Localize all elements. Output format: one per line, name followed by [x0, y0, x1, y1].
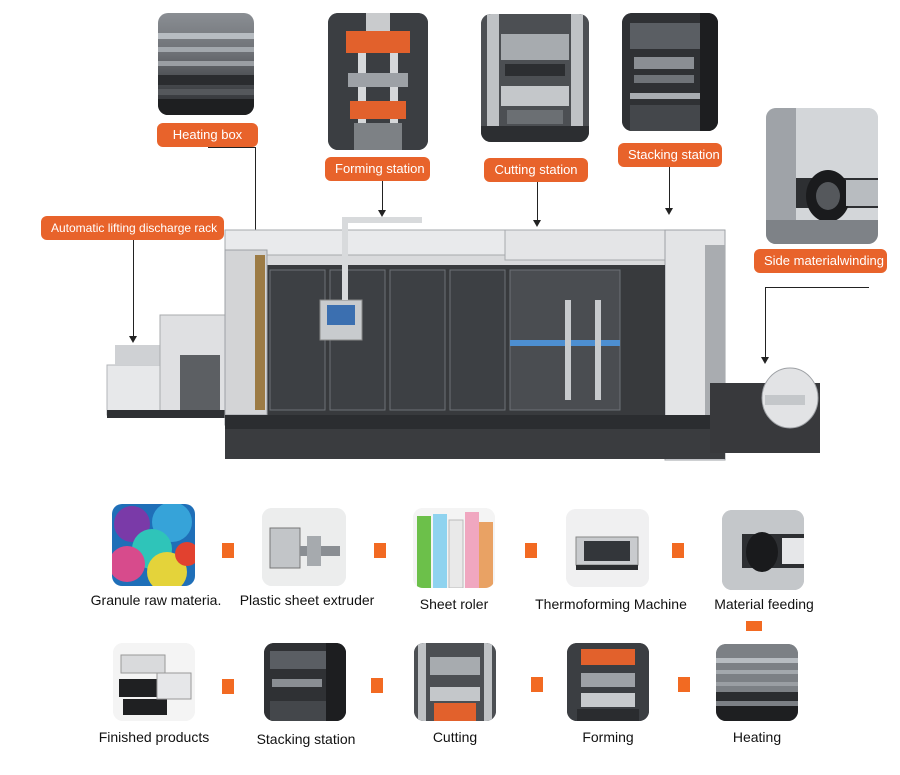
arrow-winding — [761, 357, 769, 364]
caption-stacking: Stacking station — [256, 731, 356, 747]
heating-small-illustration — [716, 644, 798, 721]
step-marker — [374, 543, 386, 558]
sheet-roller-photo — [413, 508, 495, 588]
material-feeding-photo — [722, 510, 804, 590]
connector-heating — [208, 147, 256, 148]
caption-forming: Forming — [582, 729, 634, 745]
thermoforming-photo — [566, 509, 649, 587]
caption-cutting: Cutting — [432, 729, 478, 745]
tag-heating-box: Heating box — [157, 123, 258, 147]
sheet-roller-illustration — [413, 508, 495, 588]
arrow-stacking — [665, 208, 673, 215]
side-winding-photo — [766, 108, 878, 244]
connector-forming — [382, 181, 383, 211]
caption-extruder: Plastic sheet extruder — [239, 592, 375, 608]
caption-material-feeding: Material feeding — [714, 596, 814, 612]
thermoforming-machine — [106, 217, 820, 461]
step-marker — [672, 543, 684, 558]
step-marker — [222, 679, 234, 694]
connector-winding-h — [765, 287, 869, 288]
forming-photo-small — [567, 643, 649, 721]
cutting-small-illustration — [414, 643, 496, 721]
cutting-photo-small — [414, 643, 496, 721]
material-feeding-illustration — [722, 510, 804, 590]
cutting-station-illustration — [481, 14, 589, 142]
tag-cutting-station: Cutting station — [484, 158, 588, 182]
heating-box-illustration — [158, 33, 254, 115]
connector-heating-v — [255, 147, 256, 235]
tag-side-winding: Side materialwinding — [754, 249, 887, 273]
step-marker — [678, 677, 690, 692]
stacking-photo-small — [264, 643, 346, 721]
arrow-lifting — [129, 336, 137, 343]
thermoforming-illustration — [566, 509, 649, 587]
caption-sheet-roller: Sheet roler — [419, 596, 489, 612]
step-marker — [222, 543, 234, 558]
tag-auto-lifting: Automatic lifting discharge rack — [41, 216, 224, 240]
granule-photo — [112, 504, 195, 586]
connector-lifting — [133, 240, 134, 336]
stacking-station-illustration — [622, 13, 718, 131]
heating-box-photo — [158, 13, 254, 115]
forming-small-illustration — [567, 643, 649, 721]
caption-granule: Granule raw materia. — [90, 592, 222, 608]
connector-cutting — [537, 182, 538, 220]
caption-finished-products: Finished products — [98, 729, 210, 745]
forming-station-illustration — [328, 13, 428, 150]
step-marker — [525, 543, 537, 558]
finished-products-illustration — [113, 643, 195, 721]
forming-station-photo — [328, 13, 428, 150]
step-marker — [531, 677, 543, 692]
arrow-cutting — [533, 220, 541, 227]
tag-forming-station: Forming station — [325, 157, 430, 181]
step-marker — [371, 678, 383, 693]
granule-illustration — [112, 504, 195, 586]
tag-stacking-station: Stacking station — [618, 143, 722, 167]
step-marker — [746, 621, 762, 631]
stacking-small-illustration — [264, 643, 346, 721]
caption-thermoforming: Thermoforming Machine — [535, 596, 687, 612]
extruder-photo — [262, 508, 346, 586]
connector-winding-v — [765, 287, 766, 357]
caption-heating: Heating — [732, 729, 782, 745]
extruder-illustration — [262, 508, 346, 586]
cutting-station-photo — [481, 14, 589, 142]
arrow-forming — [378, 210, 386, 217]
connector-stacking — [669, 167, 670, 209]
stacking-station-photo — [622, 13, 718, 131]
side-winding-illustration — [766, 108, 878, 244]
finished-products-photo — [113, 643, 195, 721]
heating-photo-small — [716, 644, 798, 721]
